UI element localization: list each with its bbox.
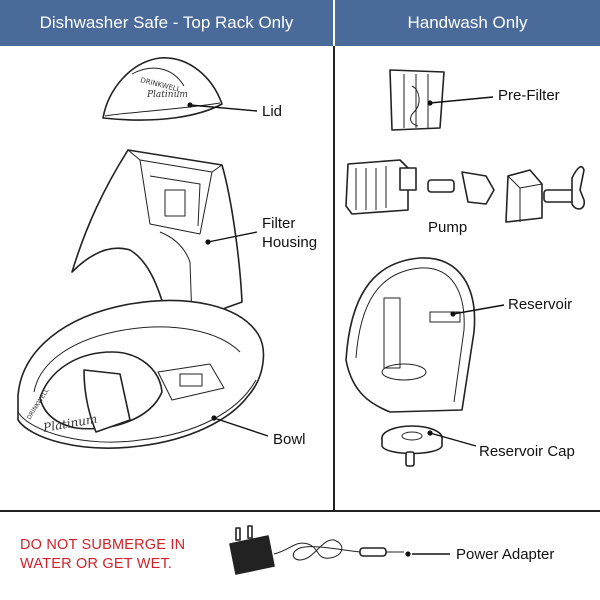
power-adapter-leader-dot xyxy=(405,551,411,557)
warning-line1: DO NOT SUBMERGE IN xyxy=(20,537,186,553)
filter-housing-label: Filter Housing xyxy=(262,214,317,252)
horizontal-divider xyxy=(0,510,600,512)
warning-line2: WATER OR GET WET. xyxy=(20,556,173,572)
power-adapter-label: Power Adapter xyxy=(456,546,555,563)
lid-label: Lid xyxy=(262,103,283,120)
reservoir-cap-leader xyxy=(429,432,477,447)
pre-filter-label: Pre-Filter xyxy=(498,87,560,104)
filter-housing-leader xyxy=(207,231,258,243)
pump-label: Pump xyxy=(428,219,468,236)
filter-housing-illustration xyxy=(71,149,243,329)
bowl-leader xyxy=(213,417,269,437)
lid-leader xyxy=(189,104,258,112)
bowl-label: Bowl xyxy=(273,431,306,448)
reservoir-leader xyxy=(452,304,505,315)
header-dishwasher-safe: Dishwasher Safe - Top Rack Only xyxy=(0,0,333,46)
reservoir-label: Reservoir xyxy=(508,296,573,313)
header-handwash-only: Handwash Only xyxy=(335,0,600,46)
vertical-divider xyxy=(333,46,335,511)
filter-housing-leader-dot xyxy=(205,239,211,245)
pre-filter-leader-dot xyxy=(427,100,433,106)
reservoir-illustration xyxy=(345,257,476,413)
pre-filter-leader xyxy=(429,96,494,104)
pump-illustration xyxy=(345,159,586,223)
filter-housing-label-line2: Housing xyxy=(262,234,318,251)
lid-model-text: Platinum xyxy=(146,90,188,100)
bowl-leader-dot xyxy=(211,415,217,421)
reservoir-cap-label: Reservoir Cap xyxy=(479,443,575,460)
lid-leader-dot xyxy=(187,102,193,108)
lid-illustration: DRINKWELL Platinum xyxy=(102,57,223,121)
bowl-illustration: DRINKWELL Platinum xyxy=(17,299,265,449)
reservoir-leader-dot xyxy=(450,311,456,317)
warning-text: DO NOT SUBMERGE IN WATER OR GET WET. xyxy=(20,536,185,574)
pre-filter-illustration xyxy=(389,69,445,131)
power-adapter-illustration xyxy=(229,525,404,575)
filter-housing-label-line1: Filter xyxy=(262,215,296,232)
reservoir-cap-leader-dot xyxy=(427,430,433,436)
reservoir-cap-illustration xyxy=(381,425,443,467)
